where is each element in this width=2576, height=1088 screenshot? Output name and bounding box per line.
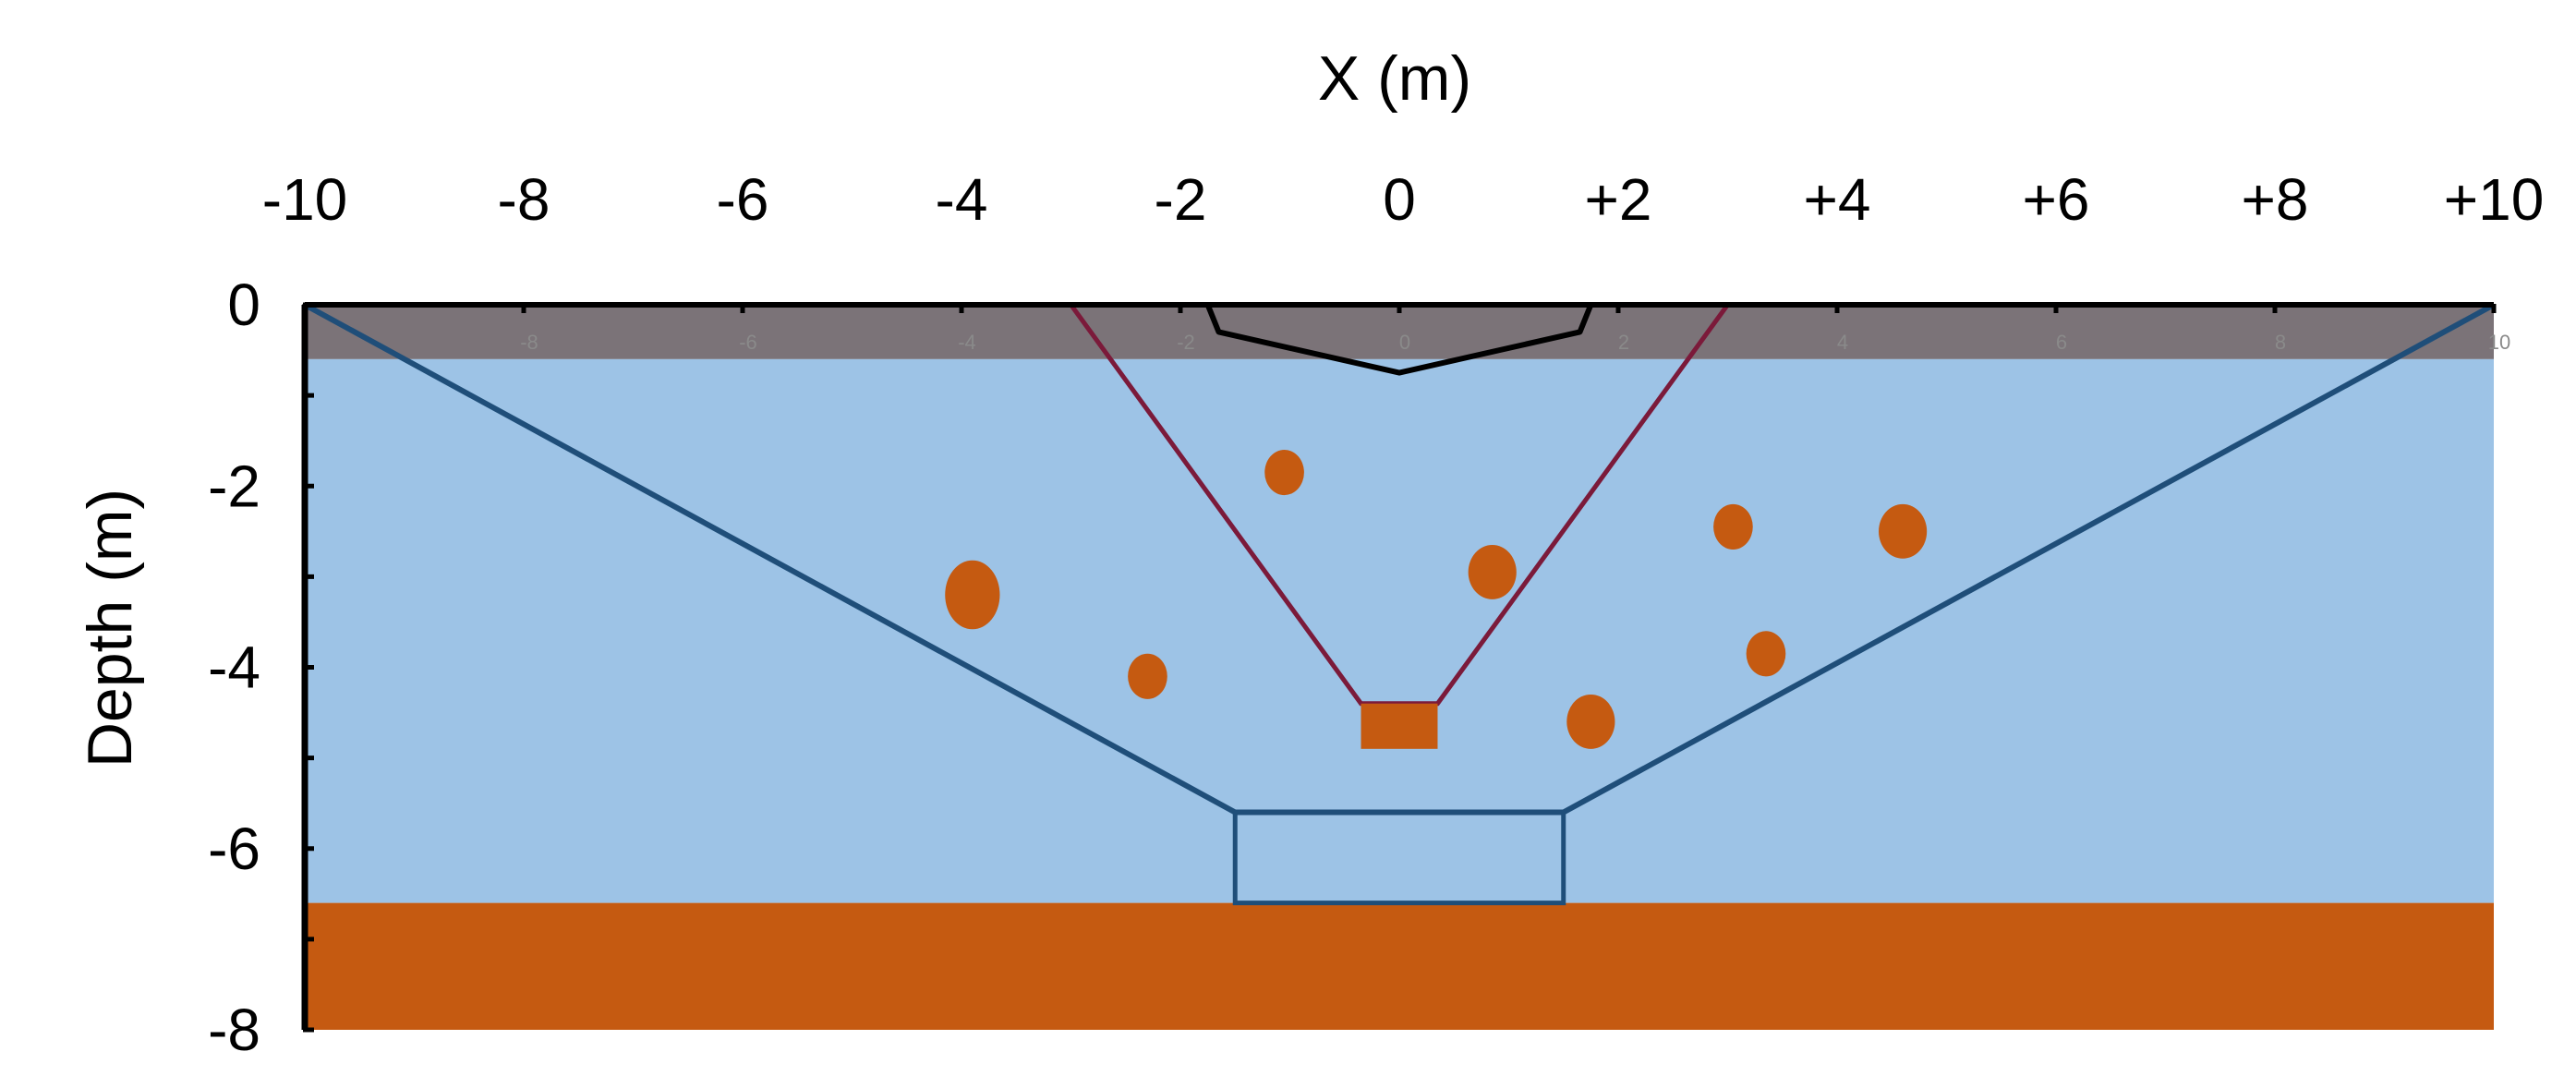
faint-tick-label: 6 — [2056, 331, 2067, 354]
x-tick-label: 0 — [1383, 166, 1416, 233]
nodule — [1264, 450, 1304, 496]
x-tick-label: -6 — [717, 166, 769, 233]
target-block — [1361, 703, 1438, 749]
faint-tick-label: -4 — [958, 331, 976, 354]
faint-tick-label: -2 — [1177, 331, 1195, 354]
diagram-shapes — [303, 302, 2496, 906]
top-layer — [305, 305, 2494, 359]
x-axis-title: X (m) — [1318, 43, 1471, 114]
x-tick-label: +6 — [2023, 166, 2090, 233]
x-tick-label: -10 — [262, 166, 348, 233]
faint-tick-label: 2 — [1618, 331, 1629, 354]
nodule — [1746, 631, 1786, 677]
x-tick-label: -4 — [936, 166, 988, 233]
faint-tick-label: 0 — [1399, 331, 1410, 354]
faint-tick-label: 8 — [2275, 331, 2286, 354]
faint-tick-label: 4 — [1837, 331, 1848, 354]
soil-layers — [305, 305, 2494, 1030]
y-tick-label: -6 — [208, 816, 260, 882]
faint-tick-label: -8 — [520, 331, 538, 354]
nodule — [1128, 653, 1167, 699]
nodule — [1468, 545, 1517, 599]
x-tick-label: +8 — [2242, 166, 2309, 233]
faint-inner-tick-labels: -8 -6 -4 -2 0 2 4 6 8 10 — [520, 331, 2510, 354]
nodule — [1713, 503, 1753, 550]
x-tick-labels: -10 -8 -6 -4 -2 0 +2 +4 +6 +8 +10 — [262, 166, 2545, 233]
x-tick-label: +2 — [1585, 166, 1652, 233]
blue-box-outline — [1232, 810, 1566, 906]
x-tick-label: +4 — [1804, 166, 1871, 233]
axes — [301, 302, 2497, 1033]
nodule — [1566, 694, 1615, 749]
y-axis-title: Depth (m) — [75, 489, 145, 768]
x-tick-label: -2 — [1155, 166, 1207, 233]
y-tick-label: -4 — [208, 635, 260, 701]
faint-tick-label: -6 — [739, 331, 757, 354]
y-tick-labels: 0 -2 -4 -6 -8 — [208, 272, 260, 1063]
nodule — [1879, 503, 1928, 559]
bottom-layer — [305, 902, 2494, 1030]
water-layer — [305, 358, 2494, 903]
x-tick-label: -8 — [498, 166, 550, 233]
faint-tick-label: 10 — [2488, 331, 2510, 354]
y-tick-label: -2 — [208, 453, 260, 519]
nodule — [945, 560, 1000, 630]
black-notch-outline — [1204, 303, 1594, 376]
x-tick-label: +10 — [2444, 166, 2545, 233]
y-tick-label: -8 — [208, 997, 260, 1063]
y-tick-label: 0 — [227, 272, 260, 338]
